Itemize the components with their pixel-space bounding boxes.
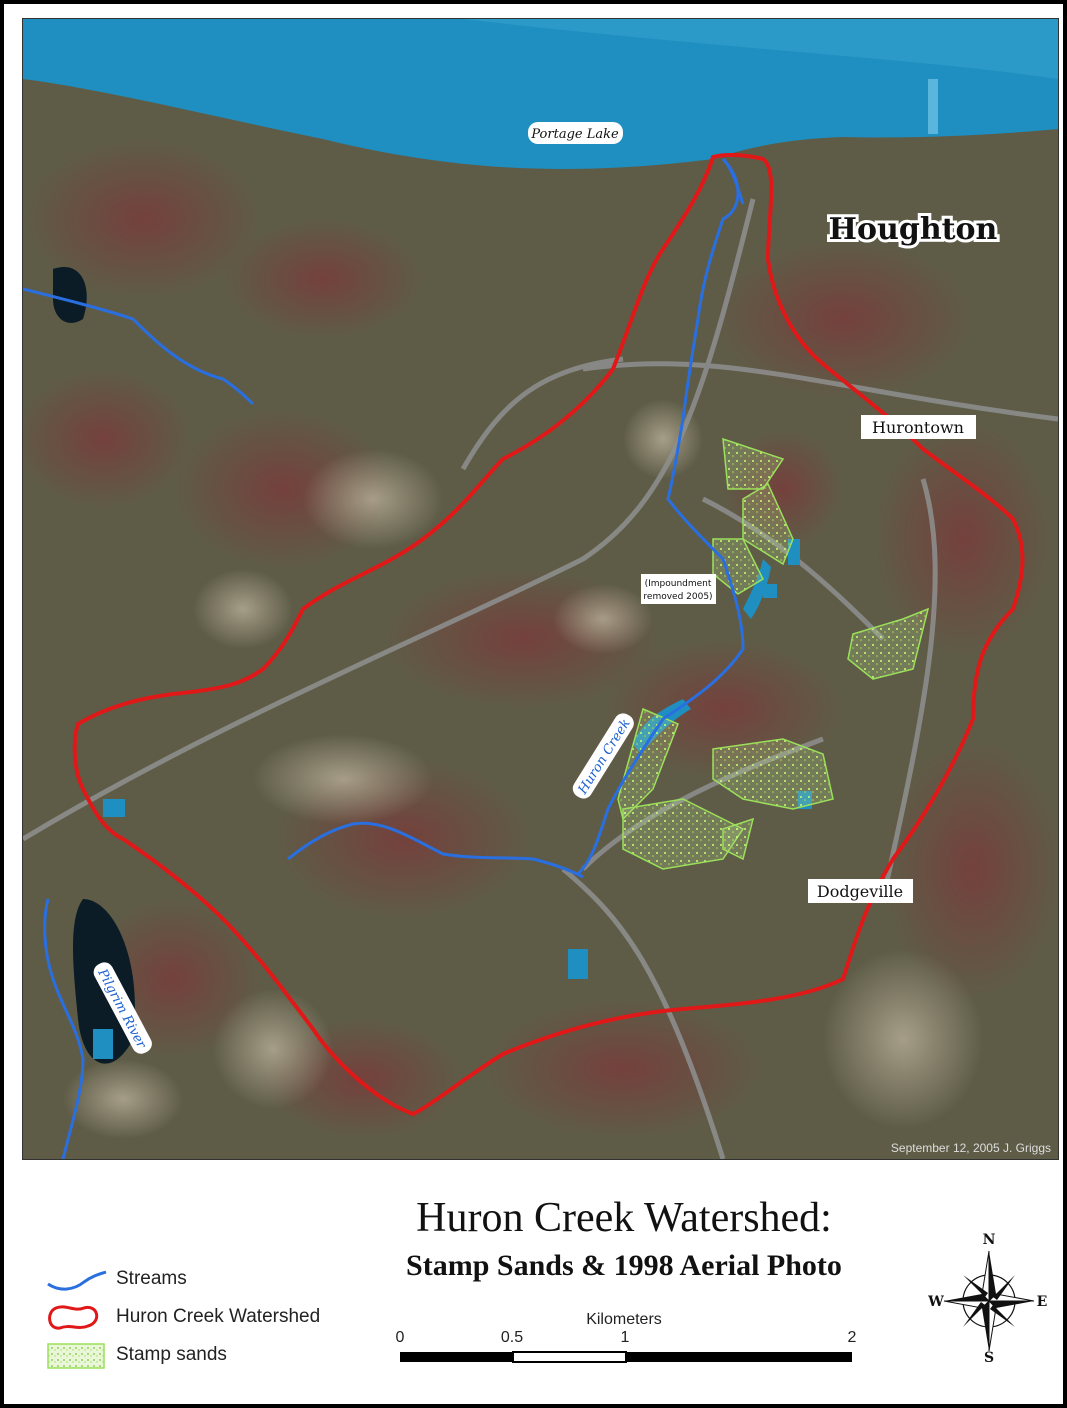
lake-label: Portage Lake (530, 127, 619, 142)
aerial-map[interactable]: Portage Lake Houghton Houghton Hurontown… (22, 18, 1059, 1160)
scale-tick-1: 1 (621, 1329, 630, 1346)
legend-item-watershed: Huron Creek Watershed (44, 1300, 374, 1338)
compass-n: N (983, 1232, 996, 1248)
scale-bar: Kilometers 0 0.5 1 2 (384, 1310, 884, 1370)
scale-segment-3 (626, 1352, 852, 1362)
watershed-outline-icon (48, 1305, 99, 1330)
legend-label: Streams (116, 1268, 187, 1289)
compass-rose-icon (943, 1250, 1035, 1352)
legend-label: Stamp sands (116, 1344, 227, 1365)
legend-item-streams: Streams (44, 1262, 374, 1300)
scale-tick-2: 2 (848, 1329, 857, 1346)
scale-segment-1 (400, 1352, 513, 1362)
portage-lake (23, 19, 1058, 169)
compass-w: W (927, 1294, 944, 1310)
stamp-sands-fill-icon (47, 1343, 105, 1369)
compass-s: S (984, 1350, 994, 1366)
map-labels: Portage Lake Houghton Houghton Hurontown… (93, 122, 1051, 1155)
impoundment-note-line1: (Impoundment (645, 579, 712, 589)
map-title: Huron Creek Watershed: (416, 1195, 832, 1241)
compass-e: E (1037, 1294, 1048, 1310)
scale-unit: Kilometers (586, 1311, 662, 1328)
impoundment-note-line2: removed 2005) (643, 592, 712, 602)
north-arrow: N S W E (924, 1226, 1054, 1366)
scale-tick-0-5: 0.5 (501, 1329, 523, 1346)
dodgeville-label: Dodgeville (817, 882, 903, 901)
hurontown-label: Hurontown (872, 418, 964, 437)
roads (23, 198, 1058, 1159)
map-subtitle: Stamp Sands & 1998 Aerial Photo (406, 1249, 842, 1282)
watershed-boundary (72, 152, 1025, 1117)
map-credit: September 12, 2005 J. Griggs (891, 1141, 1051, 1155)
streams (23, 157, 745, 1159)
scale-segment-2 (512, 1351, 627, 1363)
scale-tick-0: 0 (396, 1329, 405, 1346)
legend: Streams Huron Creek Watershed Stamp sand… (44, 1262, 374, 1376)
legend-item-stamp-sands: Stamp sands (44, 1338, 374, 1376)
stream-line-icon (47, 1270, 107, 1291)
city-label: Houghton (829, 212, 998, 247)
city-label-shadow: Houghton (829, 212, 998, 247)
clearings (63, 399, 983, 1139)
legend-label: Huron Creek Watershed (116, 1306, 321, 1327)
